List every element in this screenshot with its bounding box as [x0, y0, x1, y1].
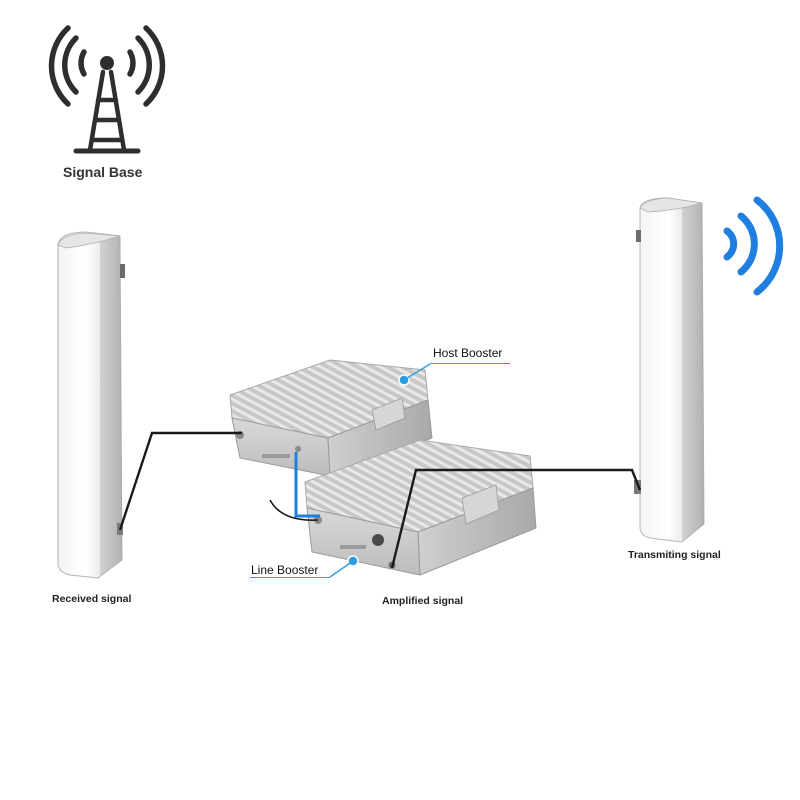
line-booster-underline [250, 577, 330, 579]
amplified-signal-label: Amplified signal [382, 595, 464, 607]
wifi-waves-icon [723, 196, 784, 296]
signal-tower-icon [48, 25, 166, 154]
received-signal-label: Received signal [52, 593, 132, 605]
signal-base-label: Signal Base [63, 164, 143, 180]
booster-jumper-cable [294, 452, 320, 518]
host-booster-label: Host Booster [433, 346, 503, 360]
line-booster-unit [304, 439, 537, 576]
transmitting-signal-label: Transmiting signal [628, 549, 721, 561]
host-booster-underline [430, 363, 510, 365]
transmitting-antenna [634, 197, 705, 543]
feeder-cables [118, 431, 642, 569]
line-booster-label: Line Booster [251, 563, 319, 577]
receiving-antenna [57, 231, 125, 579]
host-booster-unit [229, 359, 433, 477]
line-booster-callout-leader [329, 560, 354, 578]
host-booster-callout-leader [403, 363, 431, 381]
